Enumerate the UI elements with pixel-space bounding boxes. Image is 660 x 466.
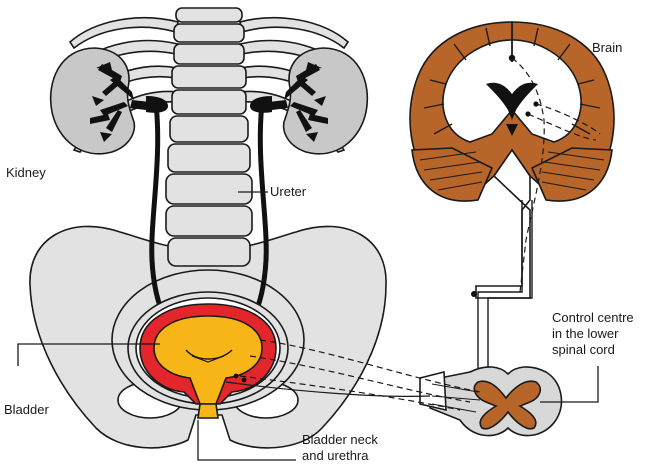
ureter-label: Ureter [270, 184, 306, 200]
bladder-neck-label-line2: and urethra [302, 448, 369, 464]
right-kidney [268, 48, 367, 154]
left-kidney [51, 48, 150, 154]
brain-label: Brain [592, 40, 622, 56]
bladder-neck-label-line1: Bladder neck [302, 432, 378, 448]
bladder-label: Bladder [4, 402, 49, 418]
spinal-cord-cross-section [420, 367, 561, 436]
control-centre-label-line2: in the lower [552, 326, 618, 342]
urethra [198, 404, 218, 418]
kidney-label: Kidney [6, 165, 46, 181]
brain [410, 22, 614, 298]
control-centre-label-line3: spinal cord [552, 342, 615, 358]
control-centre-label-line1: Control centre [552, 310, 634, 326]
